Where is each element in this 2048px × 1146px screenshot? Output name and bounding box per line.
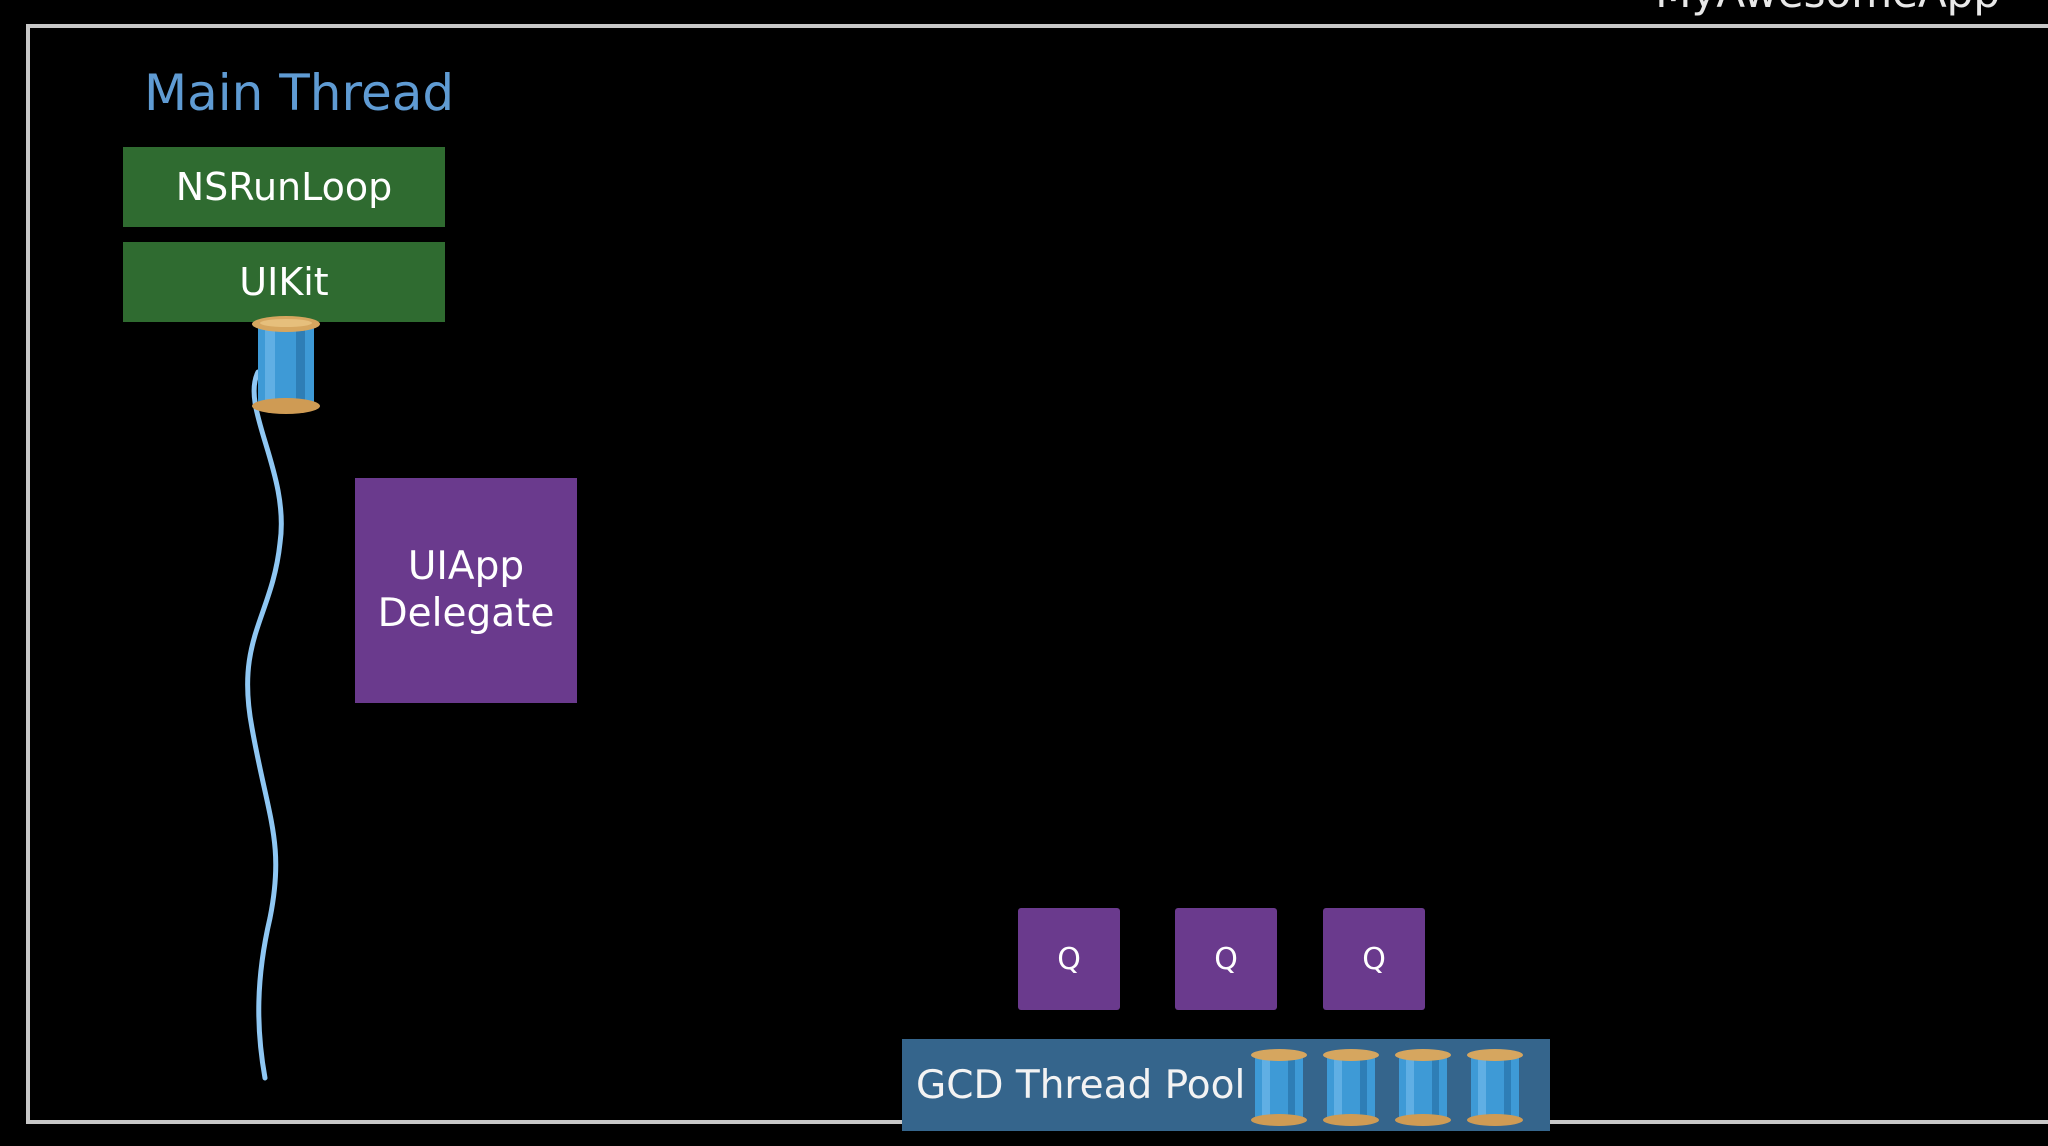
queue-label-2: Q [1214,941,1238,977]
queue-box-3: Q [1323,908,1425,1010]
gcd-spool-icon [1467,1049,1523,1126]
main-thread-title: Main Thread [144,64,455,122]
nsrunloop-box: NSRunLoop [123,147,445,227]
uikit-label: UIKit [239,260,329,304]
app-title: MyAwesomeApp [1600,0,2000,17]
uikit-box: UIKit [123,242,445,322]
uiapp-delegate-line-1: UIApp [407,543,525,589]
gcd-spool-icon [1251,1049,1307,1126]
queue-box-2: Q [1175,908,1277,1010]
main-thread-line-icon [245,369,284,1081]
queue-box-1: Q [1018,908,1120,1010]
gcd-thread-pool-label: GCD Thread Pool [916,1062,1246,1108]
main-thread-spool-icon [252,316,320,414]
nsrunloop-label: NSRunLoop [175,165,393,209]
gcd-spool-group [1250,1039,1550,1131]
uiapp-delegate-line-2: Delegate [377,590,555,636]
gcd-spool-icon [1323,1049,1379,1126]
uiapp-delegate-box: UIApp Delegate [355,478,577,703]
queue-label-3: Q [1362,941,1386,977]
gcd-thread-pool: GCD Thread Pool [902,1039,1550,1131]
gcd-spool-icon [1395,1049,1451,1126]
app-frame: Main Thread NSRunLoop UIKit UIApp Delega… [26,24,2048,1131]
queue-label-1: Q [1057,941,1081,977]
